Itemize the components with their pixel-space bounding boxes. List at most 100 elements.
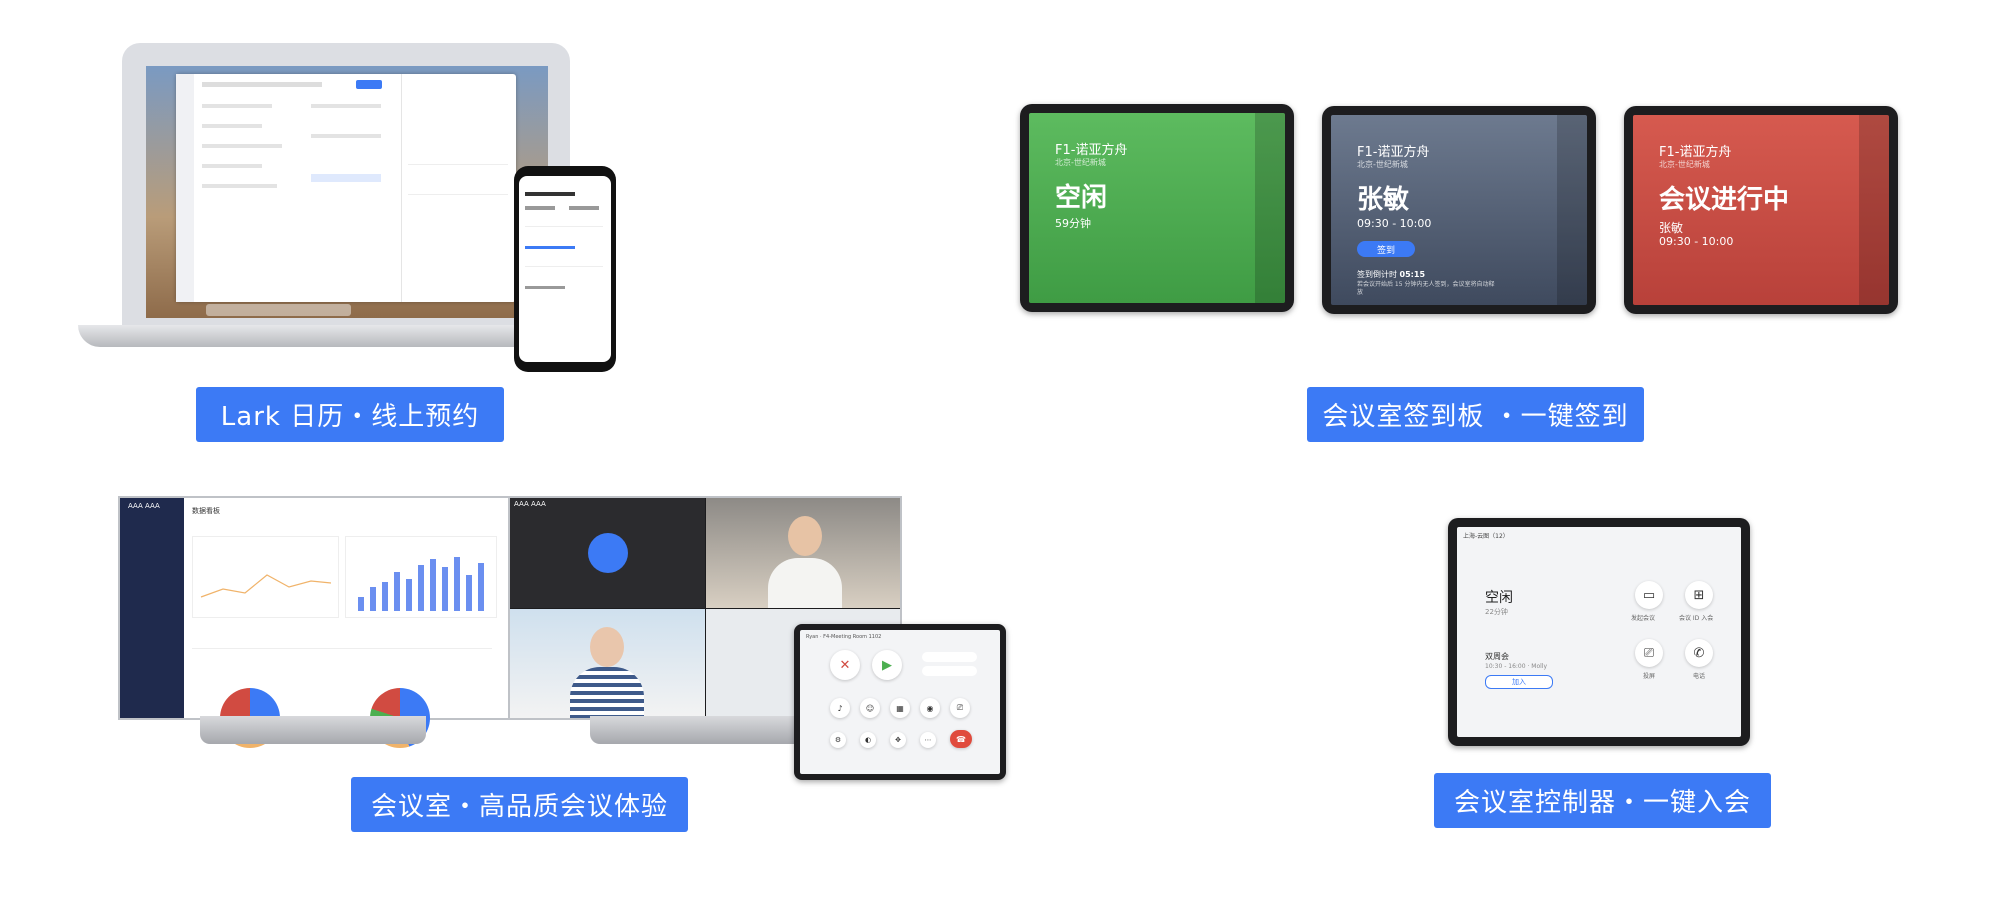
board-status: 会议进行中 <box>1659 185 1790 215</box>
board-location: 北京-世纪新城 <box>1055 158 1106 167</box>
checkin-board-free[interactable]: F1-诺亚方舟 北京-世纪新城 空闲 59分钟 <box>1020 104 1294 312</box>
mute-icon[interactable]: ✕ <box>830 650 860 680</box>
join-by-id-icon[interactable]: ⊞ <box>1685 581 1713 609</box>
form-line <box>311 104 381 108</box>
phone-line <box>525 206 555 210</box>
share-icon[interactable]: ⎚ <box>950 698 970 718</box>
form-line <box>202 104 272 108</box>
controller-header: 上海-云图（12） <box>1463 533 1509 540</box>
pan-icon[interactable]: ✥ <box>890 732 906 748</box>
divider <box>192 648 492 649</box>
board-room: F1-诺亚方舟 <box>1055 143 1128 158</box>
participants-icon[interactable]: ☺ <box>860 698 880 718</box>
highlight-row <box>311 174 381 182</box>
line-chart-svg <box>200 574 332 598</box>
divider <box>401 74 402 302</box>
board-location: 北京-世纪新城 <box>1357 160 1408 169</box>
controller-meeting: 双周会 <box>1485 652 1509 661</box>
controller-status: 空闲 <box>1485 590 1513 606</box>
more-icon[interactable]: ⋯ <box>920 732 936 748</box>
board-time: 09:30 - 10:00 <box>1659 235 1734 248</box>
board-timeline <box>1255 113 1285 303</box>
dock <box>206 304 351 316</box>
laptop-base <box>78 325 608 347</box>
grid-line <box>408 194 508 195</box>
dashboard-sidebar: AAA AAA <box>120 498 184 718</box>
participant-body <box>570 667 644 718</box>
countdown: 签到倒计时 05:15 <box>1357 269 1425 280</box>
phone-icon[interactable]: ✆ <box>1685 639 1713 667</box>
controller-minutes: 22分钟 <box>1485 608 1508 616</box>
form-line <box>202 144 282 148</box>
divider <box>525 226 603 227</box>
calendar-sidebar <box>176 74 194 302</box>
board-status: 空闲 <box>1055 183 1108 213</box>
room-label: 会议室・高品质会议体验 <box>351 777 688 832</box>
countdown-label: 签到倒计时 <box>1357 270 1397 279</box>
phone-line <box>569 206 599 210</box>
form-line <box>202 164 262 168</box>
bar-chart-svg <box>358 557 484 611</box>
start-meeting-icon[interactable]: ▭ <box>1635 581 1663 609</box>
bar-chart <box>345 536 497 618</box>
dashboard-badge: AAA AAA <box>128 502 160 510</box>
form-line <box>202 124 262 128</box>
monitor-stand <box>590 716 816 744</box>
lark-label: Lark 日历・线上预约 <box>196 387 504 442</box>
divider <box>525 266 603 267</box>
board-room: F1-诺亚方舟 <box>1357 145 1430 160</box>
start-meeting-label: 发起会议 <box>1631 615 1656 622</box>
cast-icon[interactable]: ⎚ <box>1635 639 1663 667</box>
checkin-board-signin[interactable]: F1-诺亚方舟 北京-世纪新城 张敏 09:30 - 10:00 签到 签到倒计… <box>1322 106 1596 314</box>
layout-icon[interactable]: ▦ <box>890 698 910 718</box>
phone-link[interactable] <box>525 246 575 249</box>
participant-body <box>768 558 842 608</box>
video-tile-badge: AAA AAA <box>514 500 546 508</box>
dashboard-title: 数据看板 <box>192 507 220 515</box>
checkin-label: 会议室签到板 ・一键签到 <box>1307 387 1644 442</box>
meeting-info-field[interactable] <box>922 666 977 676</box>
countdown-value: 05:15 <box>1399 270 1426 279</box>
hangup-icon[interactable]: ☎ <box>950 730 972 748</box>
record-icon[interactable]: ◉ <box>920 698 940 718</box>
signin-note: 若会议开始后 15 分钟内无人签到，会议室将自动释放 <box>1357 281 1495 296</box>
camera-icon[interactable]: ▶ <box>872 650 902 680</box>
board-time: 09:30 - 10:00 <box>1357 217 1432 230</box>
controller-label: 会议室控制器・一键入会 <box>1434 773 1771 828</box>
dashboard-monitor: AAA AAA 数据看板 <box>118 496 512 748</box>
join-button[interactable]: 加入 <box>1485 675 1553 689</box>
save-button[interactable] <box>356 80 382 89</box>
pad-header: Ryan · F4-Meeting Room 1102 <box>806 634 882 640</box>
board-room: F1-诺亚方舟 <box>1659 145 1732 160</box>
phone-label: 电话 <box>1693 673 1706 680</box>
grid-line <box>408 164 508 165</box>
signin-button[interactable]: 签到 <box>1357 241 1415 257</box>
laptop-screen <box>146 66 548 318</box>
participant-face <box>788 516 822 556</box>
monitor-stand <box>200 716 426 744</box>
volume-icon[interactable]: ◐ <box>860 732 876 748</box>
event-title-input[interactable] <box>202 82 322 87</box>
meeting-id-field[interactable] <box>922 652 977 662</box>
video-tile-participant <box>510 609 705 718</box>
board-timeline <box>1859 115 1889 305</box>
phone-title <box>525 192 575 196</box>
board-status: 张敏 <box>1357 185 1410 215</box>
board-timeline <box>1557 115 1587 305</box>
board-time: 59分钟 <box>1055 217 1091 230</box>
video-tile-participant <box>706 498 900 608</box>
room-control-pad[interactable]: Ryan · F4-Meeting Room 1102 ✕ ▶ ♪ ☺ ▦ ◉ … <box>794 624 1006 780</box>
settings-icon[interactable]: ⚙ <box>830 732 846 748</box>
participant-face <box>590 627 624 667</box>
share-screen-icon <box>588 533 628 573</box>
controller-meeting-time: 10:30 - 16:00 · Molly <box>1485 663 1548 670</box>
phone-screen <box>519 176 611 362</box>
board-host: 张敏 <box>1659 221 1684 235</box>
video-tile-share: AAA AAA <box>510 498 705 608</box>
phone-line <box>525 286 565 289</box>
checkin-board-busy[interactable]: F1-诺亚方舟 北京-世纪新城 会议进行中 张敏 09:30 - 10:00 <box>1624 106 1898 314</box>
controller-tablet[interactable]: 上海-云图（12） 空闲 22分钟 双周会 10:30 - 16:00 · Mo… <box>1448 518 1750 746</box>
calendar-window[interactable] <box>176 74 516 302</box>
speaker-icon[interactable]: ♪ <box>830 698 850 718</box>
line-chart <box>192 536 339 618</box>
